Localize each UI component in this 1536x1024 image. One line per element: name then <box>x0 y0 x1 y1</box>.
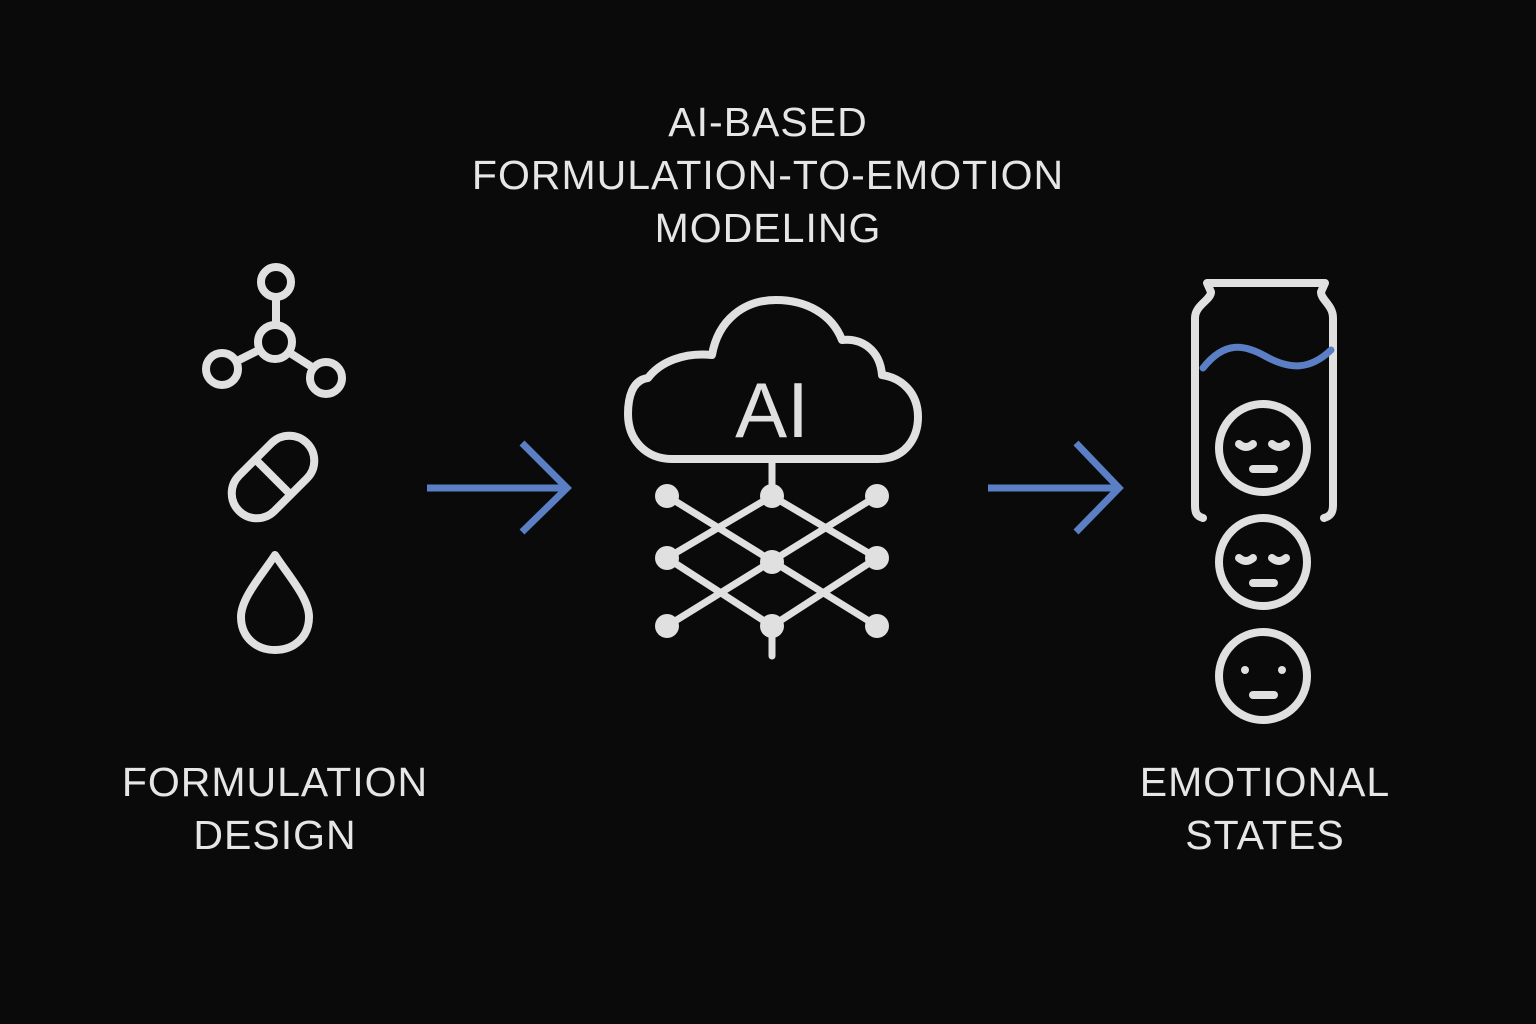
formulation-design-label: FORMULATION DESIGN <box>115 756 435 862</box>
label-line: STATES <box>1185 812 1345 858</box>
network-node <box>865 614 889 638</box>
liquid-wave <box>1199 343 1335 372</box>
network-node <box>760 550 784 574</box>
network-node <box>655 614 679 638</box>
network-node <box>655 484 679 508</box>
network-node <box>865 546 889 570</box>
droplet-icon <box>237 551 313 654</box>
beverage-can-icon <box>1191 279 1337 522</box>
title-line-3: MODELING <box>654 205 882 251</box>
title-line-1: AI-BASED <box>668 99 868 145</box>
neural-network-icon <box>655 457 889 660</box>
molecule-icon <box>202 263 346 398</box>
label-line: EMOTIONAL <box>1139 759 1391 805</box>
arrow-right-icon <box>427 440 572 535</box>
calm-face-icon <box>1215 514 1311 610</box>
ai-cloud-text: AI <box>735 366 809 454</box>
label-line: DESIGN <box>193 812 357 858</box>
ai-cloud-icon: AI <box>624 296 922 463</box>
network-node <box>760 614 784 638</box>
arrow-right-icon <box>988 440 1124 535</box>
emotional-states-label: EMOTIONAL STATES <box>1100 756 1430 862</box>
diagram-title: AI-BASED FORMULATION-TO-EMOTION MODELING <box>0 96 1536 255</box>
title-line-2: FORMULATION-TO-EMOTION <box>471 152 1065 198</box>
network-node <box>865 484 889 508</box>
neutral-face-icon <box>1215 628 1311 724</box>
relaxed-face-icon <box>1215 400 1311 496</box>
capsule-icon <box>227 431 319 523</box>
label-line: FORMULATION <box>121 759 429 805</box>
network-node <box>760 484 784 508</box>
network-node <box>655 546 679 570</box>
